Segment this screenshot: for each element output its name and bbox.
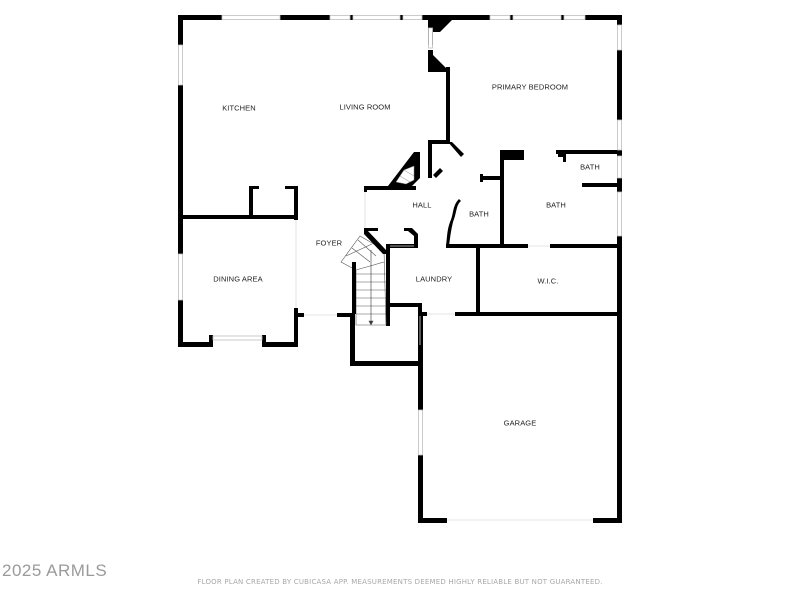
windows [178,15,622,456]
room-label-bath-small: BATH [580,162,600,172]
room-label-foyer: FOYER [315,238,343,248]
walls [178,15,622,523]
door-openings [295,192,593,521]
stair-walls [352,230,386,314]
room-label-bath-primary: BATH [546,200,566,210]
room-label-hall: HALL [412,200,432,210]
room-label-kitchen: KITCHEN [222,103,256,113]
room-label-garage: GARAGE [503,418,537,428]
disclaimer-text: FLOOR PLAN CREATED BY CUBICASA APP. MEAS… [197,578,603,586]
copyright-watermark: 2025 ARMLS [2,561,108,580]
room-label-wic: W.I.C. [537,276,559,286]
room-label-living-room: LIVING ROOM [339,102,391,112]
room-label-primary-bedroom: PRIMARY BEDROOM [491,82,569,92]
room-label-laundry: LAUNDRY [415,274,453,284]
room-label-dining-area: DINING AREA [213,274,263,284]
fireplace-hatch [395,165,415,185]
room-label-bath-hall: BATH [469,209,489,219]
